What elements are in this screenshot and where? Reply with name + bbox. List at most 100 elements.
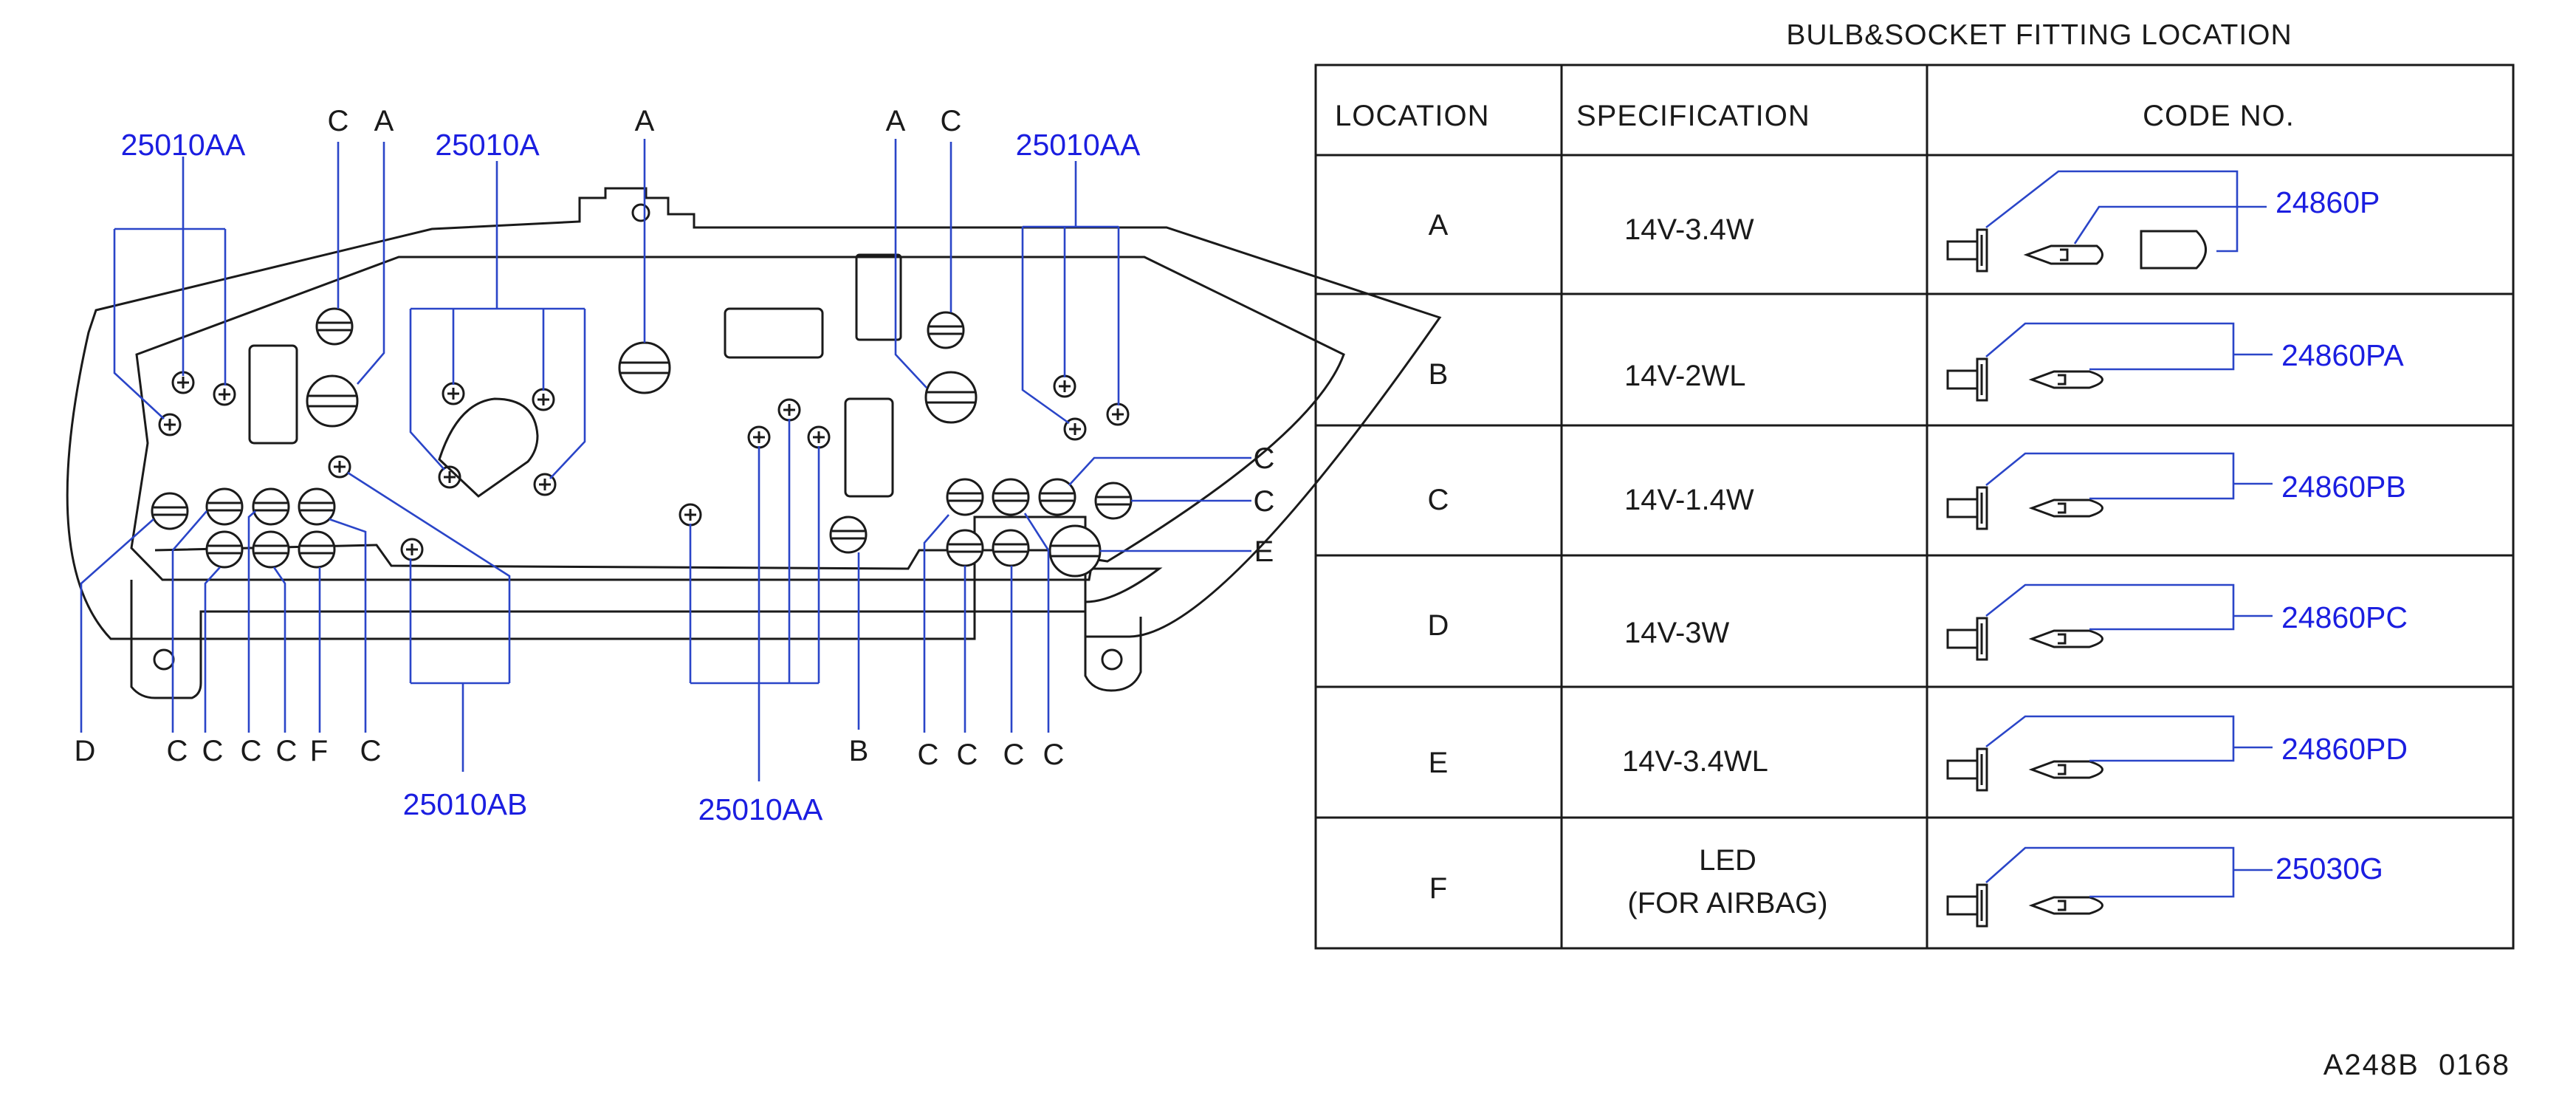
table-cell-specification: 14V-1.4W bbox=[1624, 484, 1754, 516]
screw-icon bbox=[158, 413, 182, 436]
table-cell-specification: 14V-3.4W bbox=[1624, 213, 1754, 246]
socket-d bbox=[151, 492, 189, 530]
screw-icon bbox=[679, 503, 702, 527]
socket-c-right-row1-c bbox=[1038, 478, 1076, 516]
location-letter: C bbox=[1043, 739, 1065, 771]
mounting-hole-left bbox=[153, 648, 175, 671]
socket-c-row1-a bbox=[205, 487, 244, 526]
table-cell-specification: 14V-3.4WL bbox=[1622, 745, 1768, 778]
location-letter: C bbox=[276, 735, 298, 767]
location-letter: A bbox=[635, 105, 655, 137]
combination-meter-drawing: 25010AA 25010A 25010AA 25010AB 25010AA C… bbox=[66, 105, 1442, 826]
location-letter: C bbox=[918, 739, 939, 771]
mounting-hole-top bbox=[631, 203, 650, 222]
bulb-socket-icons bbox=[1946, 170, 2273, 928]
socket-bulb-icon bbox=[1946, 846, 2273, 928]
location-letter: A bbox=[886, 105, 906, 137]
mounting-tab-right bbox=[1084, 612, 1142, 692]
socket-c-row2-b bbox=[252, 530, 290, 569]
location-letter: A bbox=[374, 105, 394, 137]
table-cell-code: 24860PD bbox=[2281, 732, 2408, 766]
socket-c-top-left bbox=[315, 307, 354, 346]
screw-icon bbox=[533, 473, 557, 496]
location-letter: F bbox=[310, 735, 328, 767]
table-cell-location: D bbox=[1428, 609, 1449, 642]
indicator-window-top-right bbox=[855, 253, 902, 341]
location-letter: C bbox=[241, 735, 262, 767]
screw-icon bbox=[328, 455, 351, 479]
part-label-25010aa-lower: 25010AA bbox=[698, 792, 823, 826]
screw-icon bbox=[807, 425, 831, 449]
location-letter: C bbox=[202, 735, 224, 767]
socket-bulb-icon bbox=[1946, 452, 2273, 530]
socket-f bbox=[298, 530, 336, 569]
socket-c-right-row2-a bbox=[946, 529, 984, 567]
mounting-tab-left bbox=[130, 580, 1085, 699]
location-letter: C bbox=[328, 105, 349, 137]
indicator-window-left bbox=[248, 344, 298, 445]
table-cell-code: 24860PC bbox=[2281, 600, 2408, 634]
table-cell-specification: LED bbox=[1699, 844, 1756, 877]
table-cell-location: A bbox=[1429, 209, 1449, 242]
part-label-25010aa-left: 25010AA bbox=[121, 128, 246, 162]
location-letter: D bbox=[75, 735, 96, 767]
socket-c-right-row1-b bbox=[992, 478, 1030, 516]
location-letter: C bbox=[1254, 485, 1275, 518]
socket-c-right-row1-a bbox=[946, 478, 984, 516]
socket-c-row2-a bbox=[205, 530, 244, 569]
table-cell-code: 24860P bbox=[2276, 185, 2380, 219]
screw-icon bbox=[438, 465, 461, 489]
socket-c-row1-b bbox=[252, 487, 290, 526]
screw-icon bbox=[400, 538, 424, 561]
column-header-specification: SPECIFICATION bbox=[1576, 100, 1810, 132]
socket-bulb-icon bbox=[1946, 322, 2273, 402]
location-letter: C bbox=[957, 739, 978, 771]
socket-a-left bbox=[306, 374, 359, 428]
socket-c-right-row2-b bbox=[992, 529, 1030, 567]
table-cell-location: B bbox=[1429, 358, 1449, 391]
indicator-window-right bbox=[844, 397, 894, 498]
table-cell-specification: 14V-2WL bbox=[1624, 360, 1746, 392]
table-cell-location: E bbox=[1429, 747, 1449, 779]
screws bbox=[158, 371, 1130, 561]
screw-icon bbox=[777, 398, 801, 422]
table-cell-specification: (FOR AIRBAG) bbox=[1627, 887, 1827, 919]
bulb-sockets bbox=[151, 307, 1133, 578]
table-cell-location: F bbox=[1429, 872, 1447, 905]
socket-a-center bbox=[618, 341, 671, 394]
location-letter: C bbox=[1254, 442, 1275, 475]
table-border bbox=[1314, 64, 2515, 950]
table-cell-location: C bbox=[1428, 484, 1449, 516]
socket-c-top-right bbox=[927, 311, 965, 349]
location-letter: C bbox=[941, 105, 962, 137]
screw-icon bbox=[442, 382, 465, 405]
part-label-25010ab: 25010AB bbox=[403, 787, 528, 821]
socket-bulb-cover-icon bbox=[1946, 170, 2267, 273]
screw-icon bbox=[1053, 374, 1076, 398]
column-header-code: CODE NO. bbox=[2143, 100, 2295, 132]
drawing-reference-number: A248B 0168 bbox=[2323, 1049, 2510, 1081]
table-cell-code: 24860PB bbox=[2281, 470, 2406, 504]
location-letter: B bbox=[849, 735, 869, 767]
screw-icon bbox=[1106, 403, 1130, 426]
part-label-25010a: 25010A bbox=[435, 128, 540, 162]
socket-bulb-icon bbox=[1946, 715, 2273, 792]
screw-icon bbox=[532, 388, 555, 411]
table-cell-specification: 14V-3W bbox=[1624, 617, 1730, 649]
table-cell-code: 24860PA bbox=[2281, 338, 2404, 372]
socket-c-row1-c bbox=[298, 487, 336, 526]
socket-b bbox=[829, 516, 868, 554]
meter-lower-plate bbox=[154, 544, 1163, 603]
fuel-gauge-housing bbox=[438, 397, 539, 498]
odometer-display bbox=[724, 307, 824, 359]
sheet-title: BULB&SOCKET FITTING LOCATION bbox=[1786, 19, 2292, 51]
socket-bulb-icon bbox=[1946, 583, 2273, 661]
socket-c-right-far bbox=[1094, 482, 1133, 520]
location-letter: E bbox=[1254, 535, 1274, 568]
mounting-hole-right bbox=[1101, 648, 1123, 671]
screw-icon bbox=[213, 383, 236, 406]
column-header-location: LOCATION bbox=[1335, 100, 1490, 132]
part-label-25010aa-right: 25010AA bbox=[1016, 128, 1141, 162]
socket-a-right bbox=[924, 371, 978, 424]
